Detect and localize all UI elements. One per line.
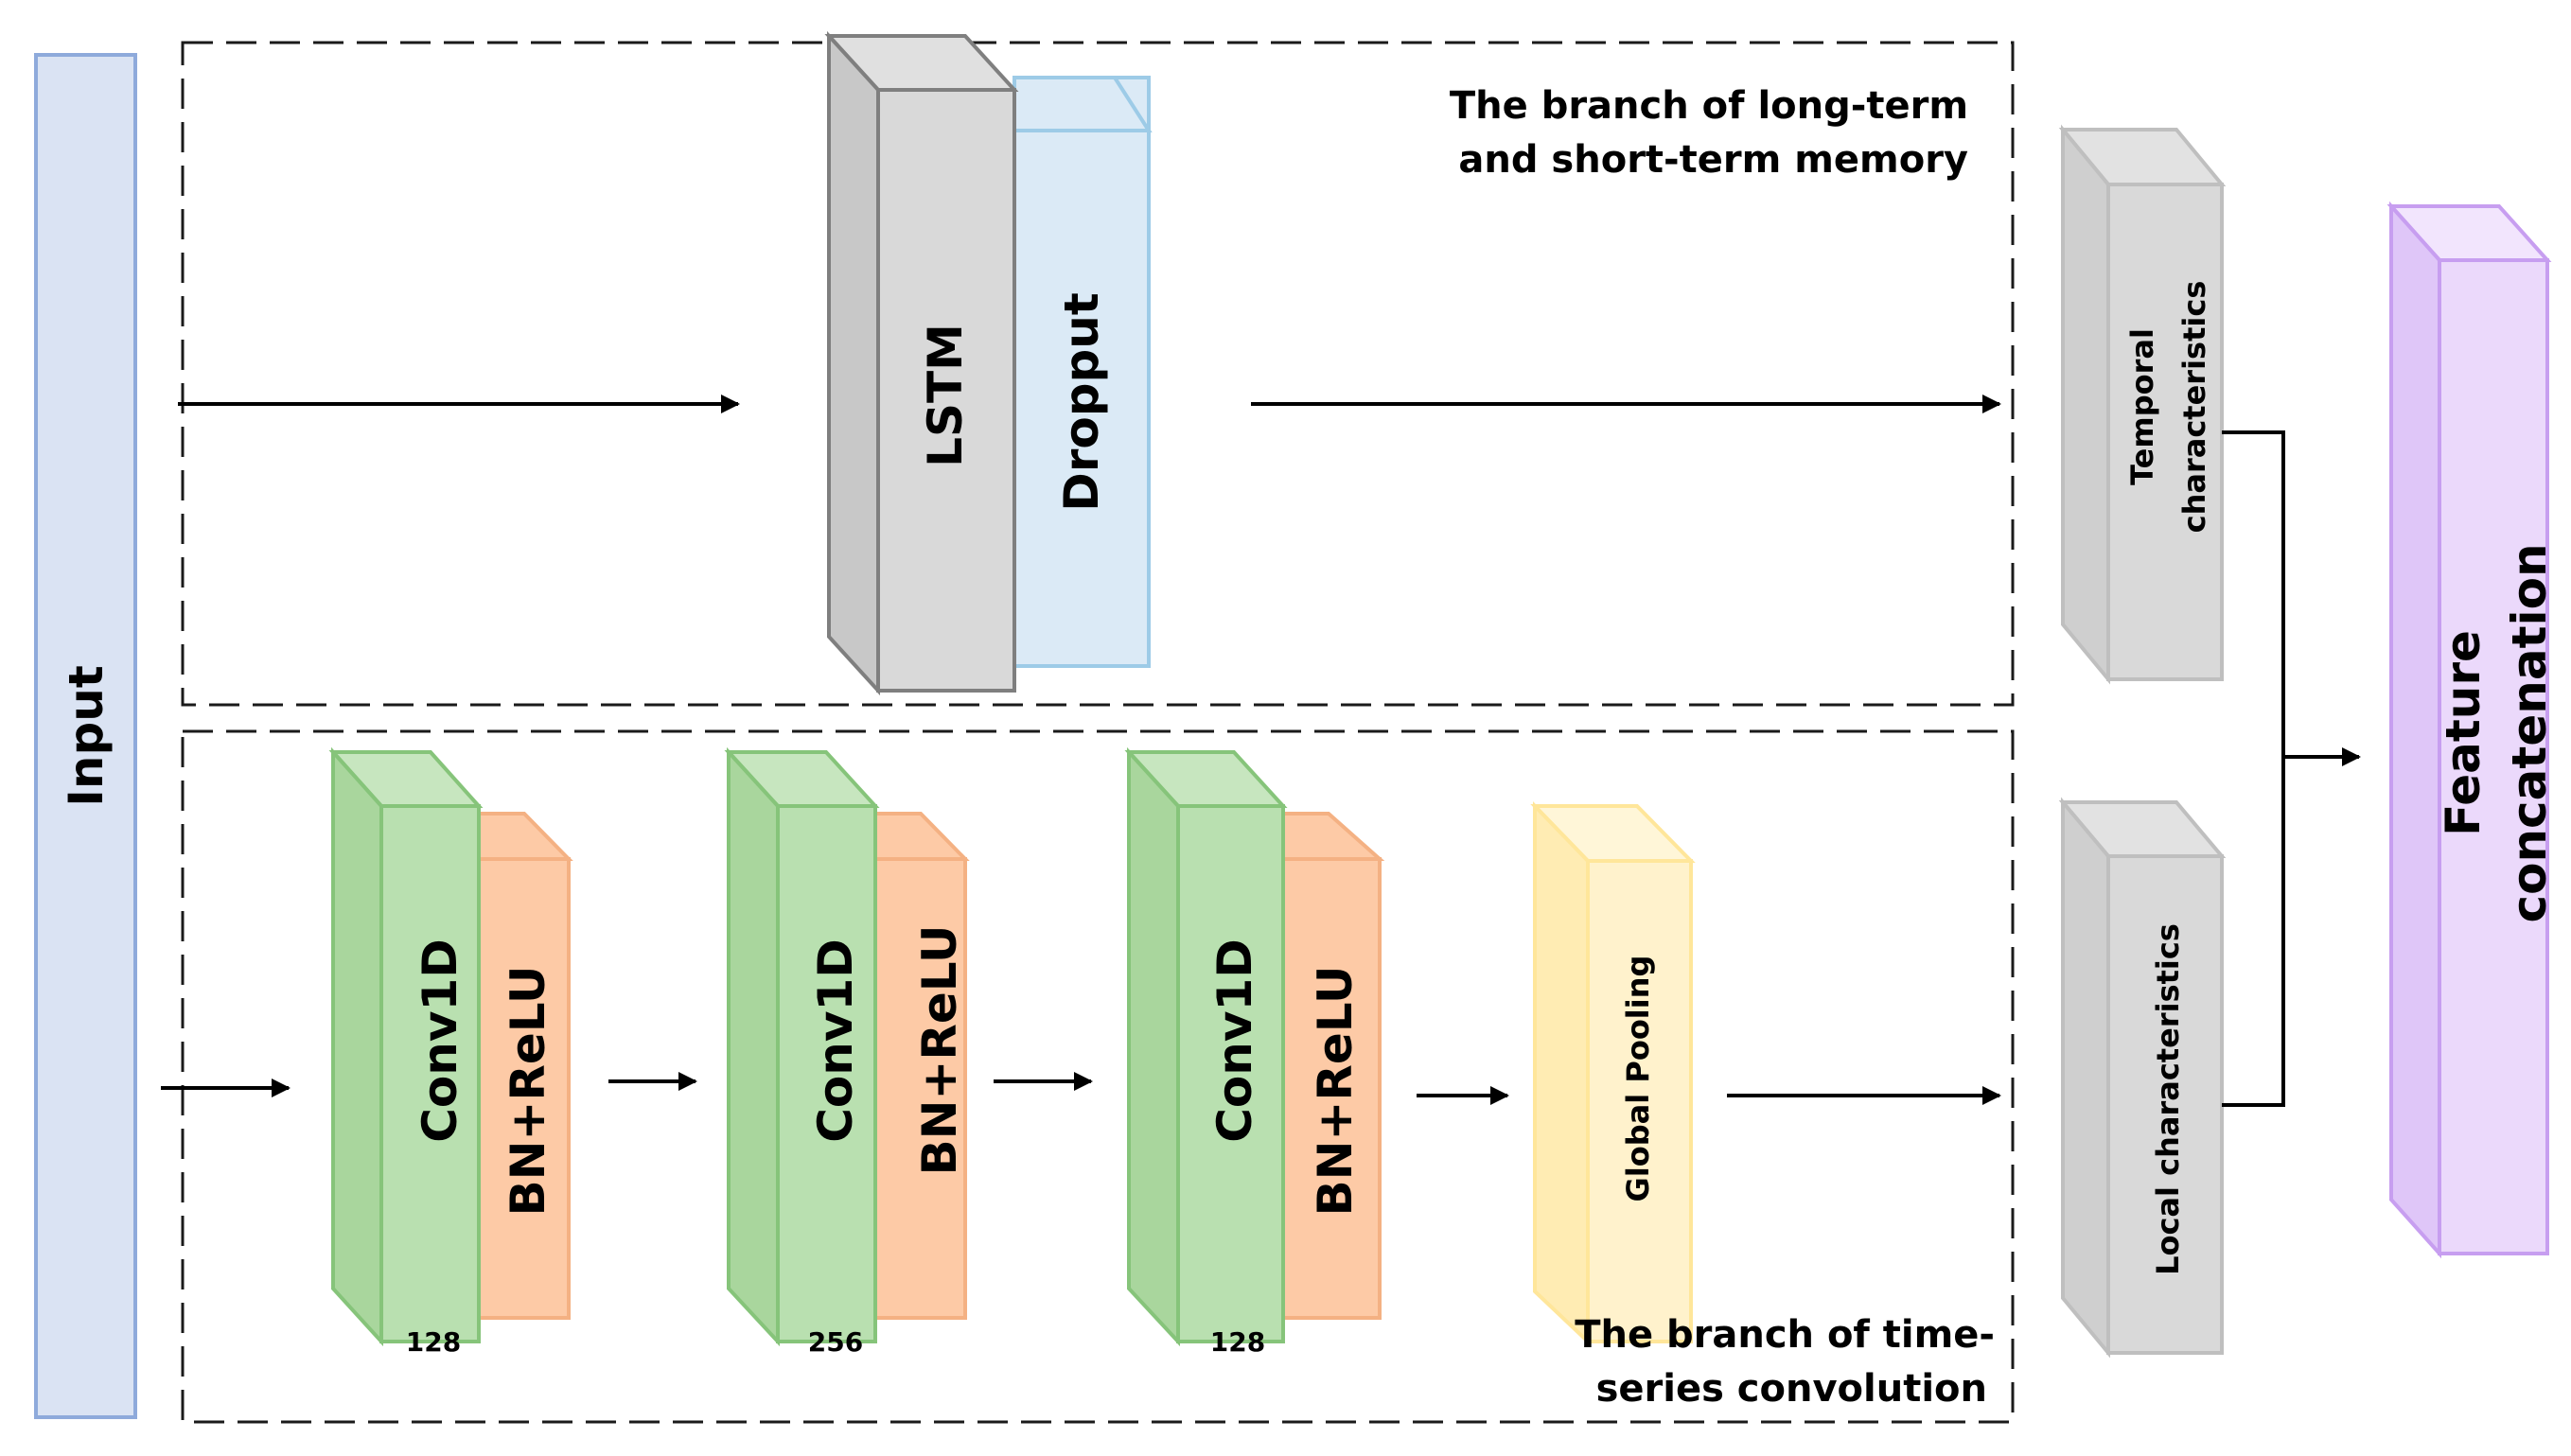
local-label: Local characteristics: [2150, 923, 2186, 1275]
bn-relu-block-3: [1281, 812, 1385, 1320]
global-pooling-block: [1530, 801, 1696, 1346]
connector-temporal: [2222, 430, 2285, 1107]
local-characteristics-block: [2058, 797, 2227, 1359]
conv1d-block-1: [328, 746, 484, 1347]
conv1d-label-3: Conv1D: [1207, 939, 1262, 1143]
dropout-label: Dropput: [1054, 292, 1109, 512]
temporal-characteristics-block: [2058, 124, 2227, 685]
conv-branch-title-line2: series convolution: [1596, 1367, 1987, 1411]
temporal-label-line1: Temporal: [2124, 328, 2160, 485]
dropout-block: [1013, 76, 1153, 668]
temporal-label-line2: characteristics: [2176, 281, 2212, 534]
channels-label-2: 256: [808, 1326, 863, 1358]
concat-label-line1: Feature: [2436, 630, 2491, 836]
feature-concatenation-block: [2386, 201, 2552, 1259]
lstm-label: LSTM: [918, 324, 973, 467]
input-block: [34, 53, 137, 1419]
channels-label-3: 128: [1210, 1326, 1265, 1358]
conv1d-label-2: Conv1D: [808, 939, 863, 1143]
conv1d-block-3: [1124, 746, 1288, 1347]
channels-label-1: 128: [406, 1326, 461, 1358]
bn-relu-label-1: BN+ReLU: [501, 966, 555, 1217]
bn-relu-label-3: BN+ReLU: [1308, 966, 1363, 1217]
conv-branch-title-line1: The branch of time-: [1575, 1313, 1995, 1357]
lstm-block: [824, 30, 1019, 696]
bn-relu-block-1: [477, 812, 573, 1320]
concat-label-line2: concatenation: [2502, 543, 2557, 922]
bn-relu-block-2: [873, 812, 970, 1320]
lstm-branch-box: [181, 41, 2015, 707]
conv-branch-box: [181, 729, 2015, 1424]
conv1d-label-1: Conv1D: [413, 939, 467, 1143]
input-label: Input: [59, 665, 114, 807]
bn-relu-label-2: BN+ReLU: [912, 925, 967, 1176]
lstm-branch-title-line1: The branch of long-term: [1450, 84, 1968, 128]
conv1d-block-2: [724, 746, 880, 1347]
global-pooling-label: Global Pooling: [1620, 956, 1656, 1202]
lstm-branch-title-line2: and short-term memory: [1458, 138, 1968, 182]
